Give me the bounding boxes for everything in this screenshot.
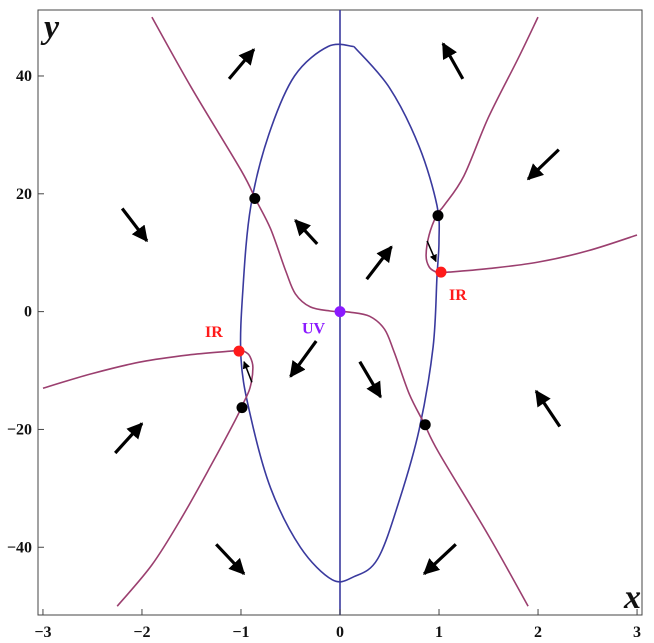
flow-arrow-10 [242, 360, 253, 383]
y-tick-label-2: −20 [7, 421, 32, 438]
flow-arrow-11 [114, 422, 144, 455]
x-tick-label-3: −1 [232, 624, 249, 641]
fixed-point-black-1 [249, 193, 261, 204]
fixed-point-ir-left-label: IR [205, 324, 223, 341]
y-tick-label-4: 20 [16, 186, 32, 203]
flow-arrow-14 [423, 543, 457, 575]
x-tick-label-6: 2 [534, 624, 542, 641]
flow-arrow-5 [294, 219, 319, 245]
flow-arrow-2 [441, 42, 465, 80]
fixed-point-black-2 [432, 210, 444, 222]
tick-layer: −3 −2 −1 0 1 2 3 −40 −20 0 20 40 [7, 68, 641, 641]
arrow-layer [114, 42, 562, 575]
series-line-4 [425, 16, 638, 274]
y-tick-label-1: −40 [7, 539, 32, 556]
flow-arrow-13 [215, 543, 246, 575]
series-line-2 [239, 43, 441, 583]
x-axis-title: x [623, 579, 641, 616]
y-tick-label-5: 40 [16, 68, 32, 85]
fixed-point-ir-right-label: IR [449, 287, 467, 304]
flow-arrow-12 [534, 389, 562, 428]
fixed-point-black-4 [419, 419, 431, 431]
fixed-point-uv-label: UV [302, 321, 326, 338]
x-tick-label-1: −3 [34, 624, 51, 641]
x-tick-label-2: −2 [133, 624, 150, 641]
flow-arrow-3 [120, 207, 149, 243]
flow-arrow-7 [426, 240, 437, 263]
flow-arrow-6 [365, 245, 393, 281]
x-tick-label-5: 1 [435, 624, 443, 641]
flow-arrow-4 [526, 148, 560, 181]
fixed-point-black-3 [236, 402, 248, 414]
point-layer: IR IR UV [205, 193, 467, 431]
fixed-point-ir-right [435, 266, 447, 278]
fixed-point-ir-left [233, 345, 245, 357]
flow-arrow-9 [358, 360, 382, 399]
y-tick-label-3: 0 [24, 304, 32, 321]
y-axis-title: y [40, 9, 60, 46]
fixed-point-uv [334, 306, 346, 318]
x-tick-label-7: 3 [633, 624, 641, 641]
flow-arrow-8 [289, 340, 318, 378]
x-tick-label-4: 0 [336, 624, 344, 641]
flow-arrow-1 [227, 48, 256, 80]
series-line-5 [42, 349, 254, 607]
